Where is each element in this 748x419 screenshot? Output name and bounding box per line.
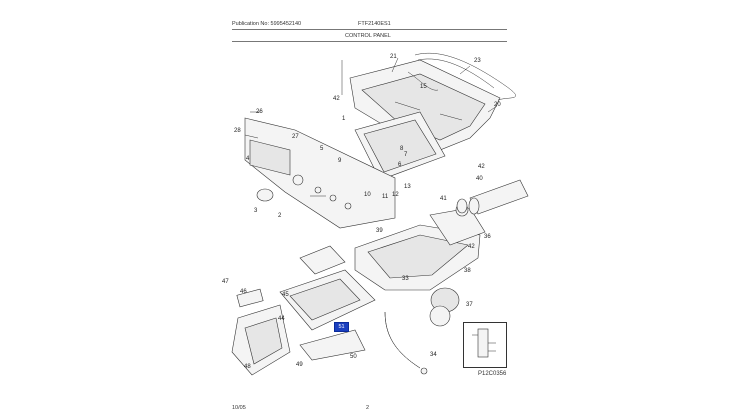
- part-number-label: 20: [494, 102, 501, 108]
- leader-lines: [244, 57, 498, 197]
- part-number-label: 26: [256, 109, 263, 115]
- part-number-label: 23: [474, 58, 481, 64]
- console-panel: [244, 117, 396, 229]
- part-number-label: 5: [320, 146, 324, 152]
- part-number-label: 44: [278, 316, 285, 322]
- part-number-label: 46: [240, 289, 247, 295]
- footer-page-number: 2: [366, 405, 370, 411]
- part-number-label: 47: [222, 279, 229, 285]
- title-rule: [232, 41, 507, 42]
- selector-knob: [256, 188, 274, 202]
- part-number-label: 13: [404, 184, 411, 190]
- part-number-label: 41: [440, 196, 447, 202]
- wire-harness: [407, 52, 516, 101]
- part-number-label: 48: [244, 364, 251, 370]
- part-number-label: 37: [466, 302, 473, 308]
- part-number-label: 40: [476, 176, 483, 182]
- part-number-label: 12: [392, 192, 399, 198]
- part-number-label: 2: [278, 213, 282, 219]
- part-number-label: 3: [254, 208, 258, 214]
- part-number-label: 42: [478, 164, 485, 170]
- figure-code: P12C0356: [478, 371, 507, 377]
- part-number-label: 7: [404, 152, 408, 158]
- part-number-label: 36: [484, 234, 491, 240]
- detail-inset: [463, 322, 507, 368]
- selected-part-callout[interactable]: 51: [334, 322, 349, 332]
- part-number-label: 21: [390, 54, 397, 60]
- part-number-label: 15: [420, 84, 427, 90]
- part-number-label: 38: [464, 268, 471, 274]
- part-number-label: 10: [364, 192, 371, 198]
- part-number-label: 33: [402, 276, 409, 282]
- publication-number: Publication No: 5995452140: [232, 21, 302, 27]
- part-number-label: 8: [400, 146, 404, 152]
- detergent-drawer: [231, 245, 376, 376]
- header-rule: [232, 29, 507, 30]
- part-number-label: 45: [282, 292, 289, 298]
- part-number-label: 42: [333, 96, 340, 102]
- part-number-label: 39: [376, 228, 383, 234]
- part-number-label: 9: [338, 158, 342, 164]
- part-number-label: 4: [246, 156, 250, 162]
- bellows-hose: [429, 287, 460, 327]
- part-number-label: 11: [382, 194, 389, 200]
- control-board: [354, 111, 446, 181]
- section-title: CONTROL PANEL: [345, 33, 391, 39]
- part-number-label: 1: [342, 116, 346, 122]
- model-number: FTF2140ES1: [358, 21, 391, 27]
- filter-cartridge: [456, 179, 529, 215]
- part-number-label: 50: [350, 354, 357, 360]
- part-number-label: 27: [292, 134, 299, 140]
- fill-hose: [384, 311, 428, 375]
- footer-date: 10/05: [232, 405, 246, 411]
- part-number-label: 42: [468, 244, 475, 250]
- part-number-label: 6: [398, 162, 402, 168]
- inset-drawing: [472, 328, 496, 358]
- part-number-label: 34: [430, 352, 437, 358]
- part-number-label: 49: [296, 362, 303, 368]
- part-number-label: 28: [234, 128, 241, 134]
